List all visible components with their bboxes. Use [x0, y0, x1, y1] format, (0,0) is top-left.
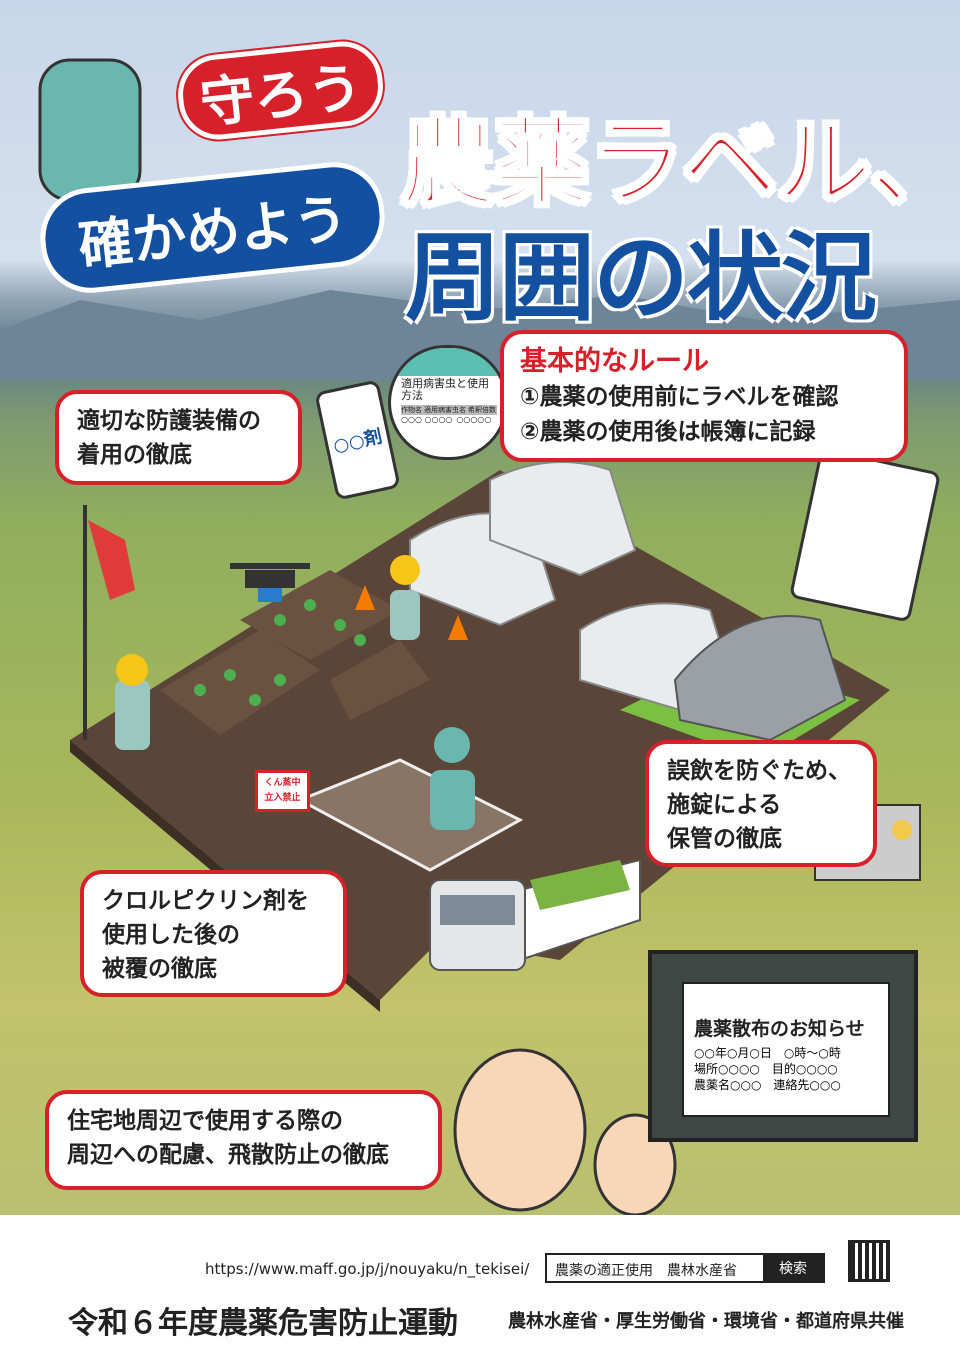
rule-item: ②農薬の使用後は帳簿に記録: [520, 419, 816, 445]
bubble-text: 住宅地周辺で使用する際の: [67, 1108, 343, 1134]
person-figures: [38, 58, 677, 1215]
bubble-text: 被覆の徹底: [102, 956, 217, 982]
storage-shed: [673, 615, 847, 742]
notice-line: 場所○○○○ 目的○○○○: [694, 1062, 838, 1076]
rules-title: 基本的なルール: [520, 346, 709, 377]
truck: [429, 858, 641, 971]
notice-paper: 農薬散布のお知らせ ○○年○月○日 ○時～○時 場所○○○○ 目的○○○○ 農薬…: [682, 982, 890, 1117]
headline-line2: 周囲の状況: [405, 222, 877, 334]
bubble-text: 周辺への配慮、飛散防止の徹底: [67, 1142, 389, 1168]
sign-text: 立入禁止: [264, 793, 301, 803]
farm-plot: [70, 470, 890, 1000]
label-col: 適用病害虫名: [424, 406, 466, 414]
search-button[interactable]: 検索: [763, 1255, 823, 1281]
notice-line: 農薬名○○○ 連絡先○○○: [694, 1078, 841, 1092]
sponsors: 農林水産省・厚生労働省・環境省・都道府県共催: [508, 1311, 904, 1332]
drone-icon: [230, 563, 310, 602]
poster-scene: 守ろう 確かめよう 農薬ラベル、 周囲の状況 適用病害虫と使用方法 作物名 適用…: [0, 0, 960, 1215]
bubble-text: 使用した後の: [102, 922, 240, 948]
search-input[interactable]: 農薬の適正使用 農林水産省: [555, 1263, 737, 1279]
label-cell: ○○○ ○○○○: [401, 415, 453, 424]
label-col: 作物名: [401, 406, 422, 414]
search-box: 農薬の適正使用 農林水産省 検索: [545, 1253, 825, 1283]
label-col: 希釈倍数: [468, 406, 496, 414]
clipboard-icon: [790, 449, 940, 621]
bubble-residential: 住宅地周辺で使用する際の 周辺への配慮、飛散防止の徹底: [45, 1090, 442, 1190]
traffic-cones: [355, 585, 468, 640]
bottle-label: ○○剤: [331, 426, 385, 457]
campaign-title: 令和６年度農薬危害防止運動: [68, 1306, 458, 1341]
bubble-text: 施錠による: [667, 792, 782, 818]
bubble-text: 適切な防護装備の: [77, 408, 261, 434]
label-cell: ○○○○○: [456, 415, 492, 424]
maff-url-link[interactable]: https://www.maff.go.jp/j/nouyaku/n_tekis…: [205, 1260, 530, 1278]
qr-code: [848, 1240, 890, 1282]
windsock-icon: [88, 520, 135, 600]
notice-line: ○○年○月○日 ○時～○時: [694, 1046, 841, 1060]
label-card: 適用病害虫と使用方法 作物名 適用病害虫名 希釈倍数 ○○○ ○○○○ ○○○○…: [388, 345, 508, 460]
basic-rules-box: 基本的なルール ①農薬の使用前にラベルを確認 ②農薬の使用後は帳簿に記録: [500, 330, 908, 462]
bubble-text: 着用の徹底: [77, 442, 192, 468]
label-card-title: 適用病害虫と使用方法: [401, 377, 489, 402]
crop-fields: [160, 570, 430, 735]
headline-line1: 農薬ラベル、: [399, 106, 960, 221]
rule-item: ①農薬の使用前にラベルを確認: [520, 384, 839, 410]
sign-text: くん蒸中: [264, 778, 301, 788]
fumigation-sign: くん蒸中 立入禁止: [255, 770, 310, 812]
notice-board: 農薬散布のお知らせ ○○年○月○日 ○時～○時 場所○○○○ 目的○○○○ 農薬…: [648, 950, 918, 1142]
bubble-protective-gear: 適切な防護装備の 着用の徹底: [55, 390, 302, 485]
bubble-text: クロルピクリン剤を: [102, 888, 309, 914]
bubble-locked-storage: 誤飲を防ぐため、 施錠による 保管の徹底: [645, 740, 877, 867]
bubble-text: 誤飲を防ぐため、: [667, 758, 851, 784]
bubble-text: 保管の徹底: [667, 826, 782, 852]
bubble-chloropicrin: クロルピクリン剤を 使用した後の 被覆の徹底: [80, 870, 347, 997]
covered-field: [296, 758, 524, 872]
footer: https://www.maff.go.jp/j/nouyaku/n_tekis…: [0, 1215, 960, 1358]
notice-title: 農薬散布のお知らせ: [694, 1018, 865, 1040]
